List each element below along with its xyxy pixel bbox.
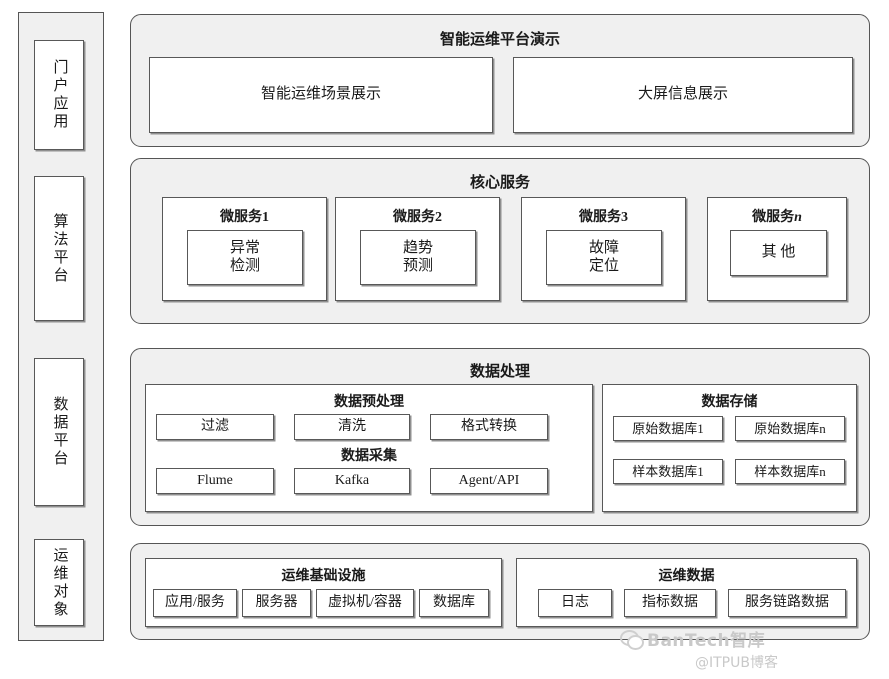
microservice-n-function[interactable]: 其 他 (730, 230, 827, 276)
collection-item-flume-label: Flume (197, 472, 233, 488)
rail-item-portal-app[interactable]: 门户应用 (34, 40, 84, 150)
infra-item-app-service[interactable]: 应用/服务 (153, 589, 237, 617)
infra-item-server[interactable]: 服务器 (242, 589, 311, 617)
microservice-card-n[interactable]: 微服务n 其 他 (707, 197, 847, 301)
microservice-title-text: 微服务 (220, 210, 262, 225)
ops-data-item-log-label: 日志 (561, 594, 589, 610)
microservice-3-function[interactable]: 故障 定位 (546, 230, 662, 285)
collection-item-agent-api[interactable]: Agent/API (430, 468, 548, 494)
rail-item-algorithm-platform[interactable]: 算法平台 (34, 176, 84, 321)
storage-item-sample-db-1[interactable]: 样本数据库1 (613, 459, 723, 484)
rail-item-ops-object[interactable]: 运维对象 (34, 539, 84, 626)
storage-item-raw-db-n[interactable]: 原始数据库n (735, 416, 845, 441)
ops-data-item-trace-label: 服务链路数据 (745, 594, 829, 610)
ops-data-item-metric[interactable]: 指标数据 (624, 589, 716, 617)
infra-item-vm-container[interactable]: 虚拟机/容器 (316, 589, 414, 617)
microservice-card-3[interactable]: 微服务3 故障 定位 (521, 197, 686, 301)
panel-data-processing-title: 数据处理 (469, 364, 530, 380)
preprocess-item-filter-label: 过滤 (201, 418, 229, 434)
infra-item-database[interactable]: 数据库 (419, 589, 489, 617)
demo-box-scene-label: 智能运维场景展示 (260, 86, 381, 103)
microservice-n-function-line1: 其 他 (761, 244, 796, 261)
microservice-1-function[interactable]: 异常 检测 (187, 230, 303, 285)
watermark-source-text: @ITPUB博客 (695, 655, 778, 671)
data-preprocess-title: 数据预处理 (334, 395, 404, 410)
preprocess-item-format[interactable]: 格式转换 (430, 414, 548, 440)
microservice-title-text: 微服务 (752, 210, 795, 225)
microservice-index: n (794, 210, 802, 225)
rail-item-data-platform[interactable]: 数据平台 (34, 358, 84, 506)
data-collection-title: 数据采集 (341, 449, 397, 464)
storage-item-raw-db-1[interactable]: 原始数据库1 (613, 416, 723, 441)
data-storage-title: 数据存储 (701, 395, 758, 410)
data-preprocess-collection-panel: 数据预处理 过滤 清洗 格式转换 数据采集 Flume Kafka Agent/… (145, 384, 593, 512)
microservice-2-function-line1: 趋势 (402, 239, 433, 256)
microservice-3-function-line1: 故障 (588, 239, 619, 256)
panel-data-processing: 数据处理 数据预处理 过滤 清洗 格式转换 数据采集 Flume Kafka A… (130, 348, 870, 526)
microservice-card-2-title: 微服务2 (336, 206, 499, 226)
preprocess-item-filter[interactable]: 过滤 (156, 414, 274, 440)
storage-item-raw-db-n-label: 原始数据库n (754, 420, 826, 436)
ops-data-item-trace[interactable]: 服务链路数据 (728, 589, 846, 617)
microservice-title-text: 微服务 (579, 210, 621, 225)
storage-item-raw-db-1-label: 原始数据库1 (632, 420, 704, 436)
microservice-1-function-line1: 异常 (229, 239, 260, 256)
ops-data-panel: 运维数据 日志 指标数据 服务链路数据 (516, 558, 857, 627)
panel-platform-demo: 智能运维平台演示 智能运维场景展示 大屏信息展示 (130, 14, 870, 147)
microservice-card-1-title: 微服务1 (163, 206, 326, 226)
infra-item-vm-container-label: 虚拟机/容器 (328, 594, 402, 610)
ops-data-item-metric-label: 指标数据 (642, 594, 698, 610)
storage-item-sample-db-1-label: 样本数据库1 (632, 463, 704, 479)
data-storage-panel: 数据存储 原始数据库1 原始数据库n 样本数据库1 样本数据库n (602, 384, 857, 512)
microservice-index: 3 (621, 210, 628, 225)
left-rail: 门户应用 算法平台 数据平台 运维对象 (18, 12, 104, 641)
collection-item-agent-api-label: Agent/API (458, 472, 520, 488)
microservice-index: 1 (262, 210, 269, 225)
infra-item-server-label: 服务器 (255, 594, 298, 610)
panel-platform-demo-title: 智能运维平台演示 (439, 32, 560, 48)
panel-core-service: 核心服务 微服务1 异常 检测 微服务2 趋势 预测 微服务3 (130, 158, 870, 324)
preprocess-item-clean[interactable]: 清洗 (294, 414, 410, 440)
collection-item-kafka-label: Kafka (334, 472, 370, 488)
ops-infrastructure-panel: 运维基础设施 应用/服务 服务器 虚拟机/容器 数据库 (145, 558, 502, 627)
microservice-3-function-line2: 定位 (588, 257, 619, 274)
ops-infrastructure-title: 运维基础设施 (281, 569, 366, 584)
rail-item-label: 算法平台 (51, 212, 68, 285)
demo-box-bigscreen[interactable]: 大屏信息展示 (513, 57, 853, 133)
panel-core-service-title: 核心服务 (469, 175, 530, 191)
demo-box-bigscreen-label: 大屏信息展示 (637, 86, 728, 103)
storage-item-sample-db-n[interactable]: 样本数据库n (735, 459, 845, 484)
microservice-2-function[interactable]: 趋势 预测 (360, 230, 476, 285)
microservice-card-3-title: 微服务3 (522, 206, 685, 226)
rail-item-label: 运维对象 (51, 546, 68, 619)
microservice-index: 2 (435, 210, 442, 225)
collection-item-kafka[interactable]: Kafka (294, 468, 410, 494)
demo-box-scene[interactable]: 智能运维场景展示 (149, 57, 493, 133)
infra-item-app-service-label: 应用/服务 (165, 594, 225, 610)
preprocess-item-clean-label: 清洗 (338, 418, 366, 434)
microservice-card-2[interactable]: 微服务2 趋势 预测 (335, 197, 500, 301)
rail-item-label: 门户应用 (51, 59, 68, 131)
microservice-card-1[interactable]: 微服务1 异常 检测 (162, 197, 327, 301)
microservice-card-n-title: 微服务n (708, 206, 846, 226)
infra-item-database-label: 数据库 (433, 594, 475, 610)
microservice-1-function-line2: 检测 (229, 257, 260, 274)
ops-data-title: 运维数据 (658, 569, 715, 584)
preprocess-item-format-label: 格式转换 (461, 418, 517, 434)
collection-item-flume[interactable]: Flume (156, 468, 274, 494)
storage-item-sample-db-n-label: 样本数据库n (754, 463, 826, 479)
rail-item-label: 数据平台 (51, 396, 68, 468)
ops-data-item-log[interactable]: 日志 (538, 589, 612, 617)
microservice-2-function-line2: 预测 (402, 257, 433, 274)
microservice-title-text: 微服务 (393, 210, 435, 225)
panel-ops-layer: 运维基础设施 应用/服务 服务器 虚拟机/容器 数据库 运维数据 日志 指标数据 (130, 543, 870, 640)
